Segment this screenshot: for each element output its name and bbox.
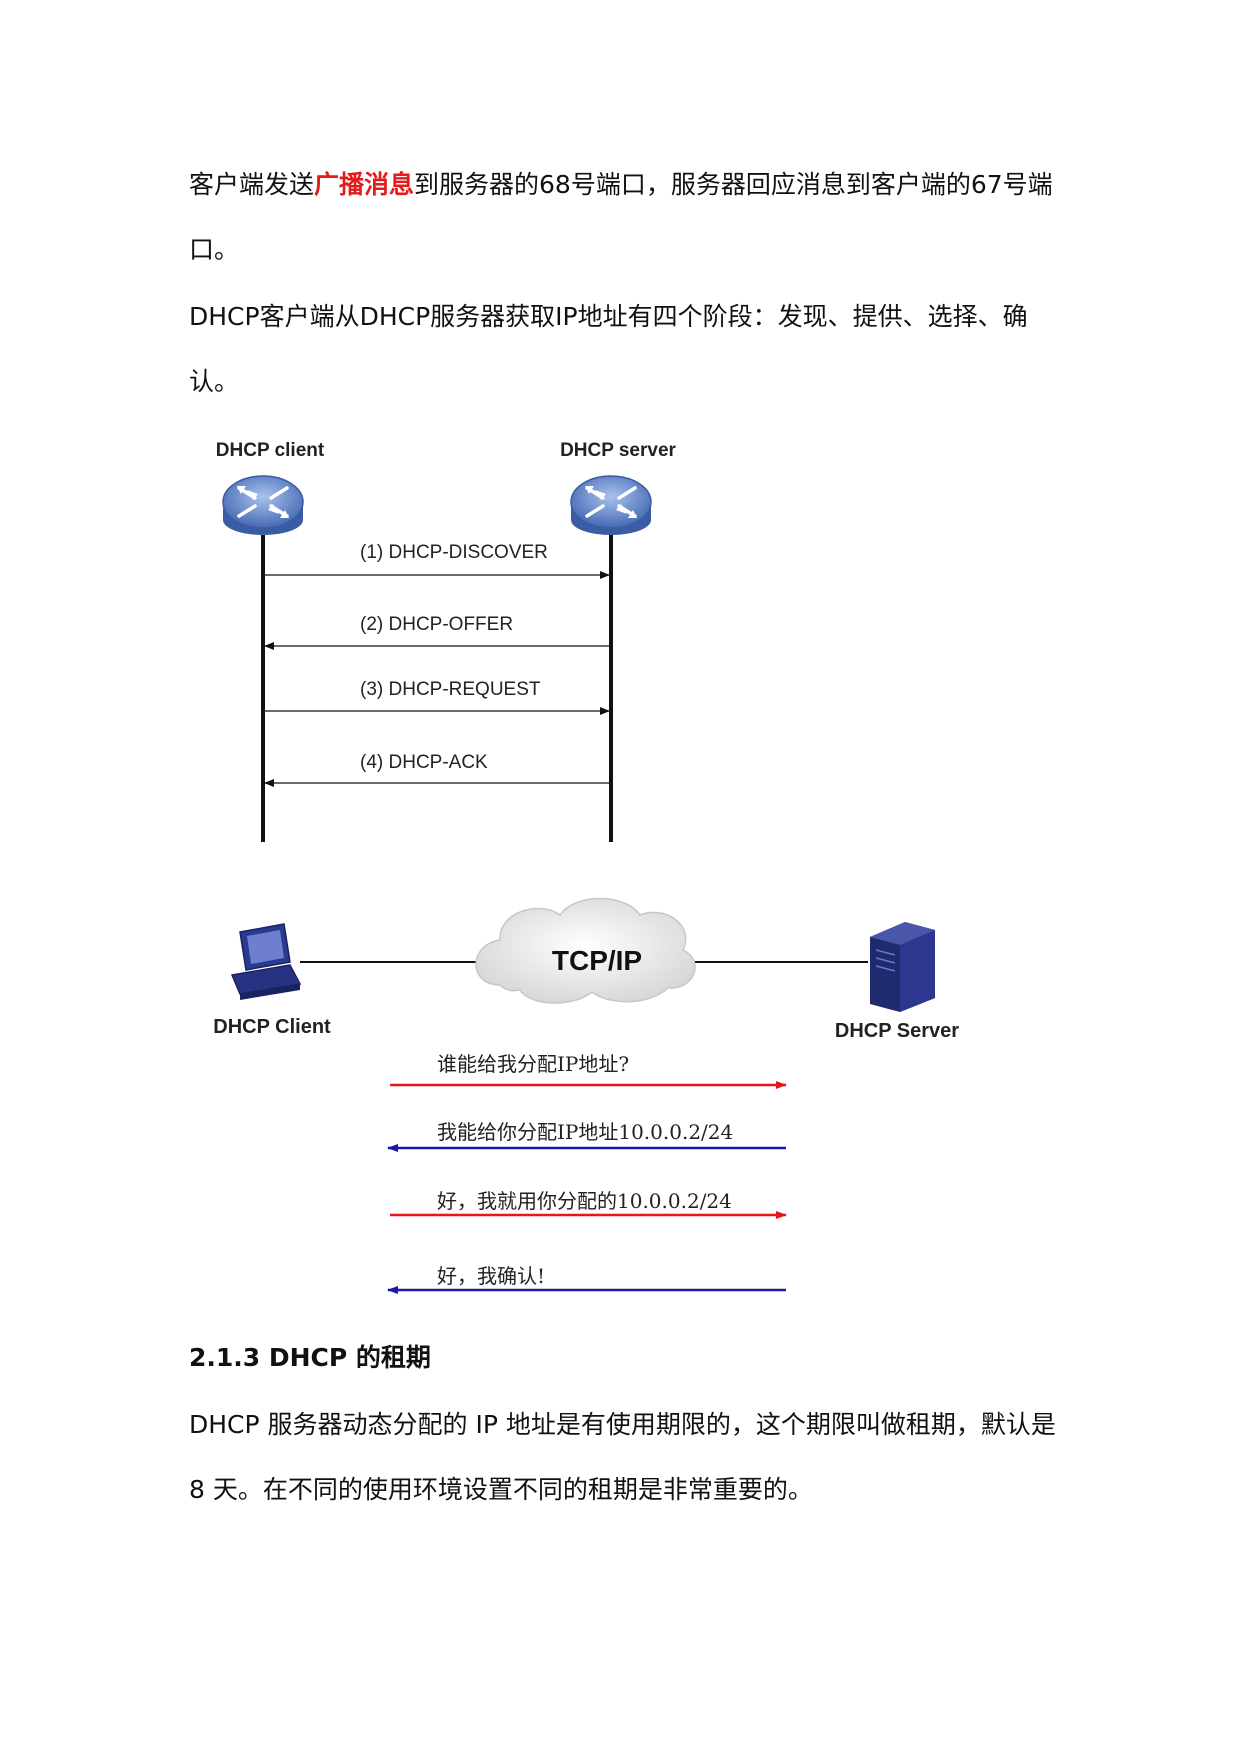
network-message-label: 谁能给我分配IP地址?	[437, 1052, 629, 1076]
seq-message-label: (3) DHCP-REQUEST	[360, 679, 541, 700]
lease-section-heading: 2.1.3 DHCP 的租期	[189, 1343, 431, 1372]
computer-icon	[230, 923, 302, 1000]
intro-text-start: 客户端发送	[189, 170, 315, 199]
network-client-label: DHCP Client	[213, 1016, 331, 1038]
seq-message-label: (2) DHCP-OFFER	[360, 614, 513, 635]
network-server-label: DHCP Server	[835, 1020, 959, 1042]
broadcast-highlight: 广播消息	[314, 170, 415, 199]
intro-text-end: 到服务器的68号端口，服务器回应消息到客户端的67号端口。	[189, 170, 1053, 264]
network-diagram: TCP/IP DHCP Client DHCP Server 谁能给我分配IP地…	[213, 897, 959, 1294]
stages-paragraph: DHCP客户端从DHCP服务器获取IP地址有四个阶段：发现、提供、选择、确认。	[189, 302, 1028, 396]
network-message-label: 好，我确认!	[437, 1264, 545, 1288]
router-icon	[222, 475, 304, 535]
network-message-label: 好，我就用你分配的10.0.0.2/24	[437, 1189, 732, 1213]
sequence-diagram: DHCP client DHCP server	[216, 440, 677, 842]
seq-message-label: (4) DHCP-ACK	[360, 752, 488, 773]
seq-message-label: (1) DHCP-DISCOVER	[360, 542, 548, 563]
network-message-label: 我能给你分配IP地址10.0.0.2/24	[437, 1120, 733, 1144]
intro-paragraph: 客户端发送广播消息到服务器的68号端口，服务器回应消息到客户端的67号端口。	[189, 152, 1069, 282]
cloud-icon	[475, 897, 696, 1004]
server-icon	[870, 922, 935, 1012]
lease-paragraph: DHCP 服务器动态分配的 IP 地址是有使用期限的，这个期限叫做租期，默认是 …	[189, 1410, 1056, 1504]
seq-server-label: DHCP server	[560, 440, 676, 461]
cloud-label: TCP/IP	[552, 945, 642, 976]
seq-client-label: DHCP client	[216, 440, 325, 461]
router-icon	[570, 475, 652, 535]
